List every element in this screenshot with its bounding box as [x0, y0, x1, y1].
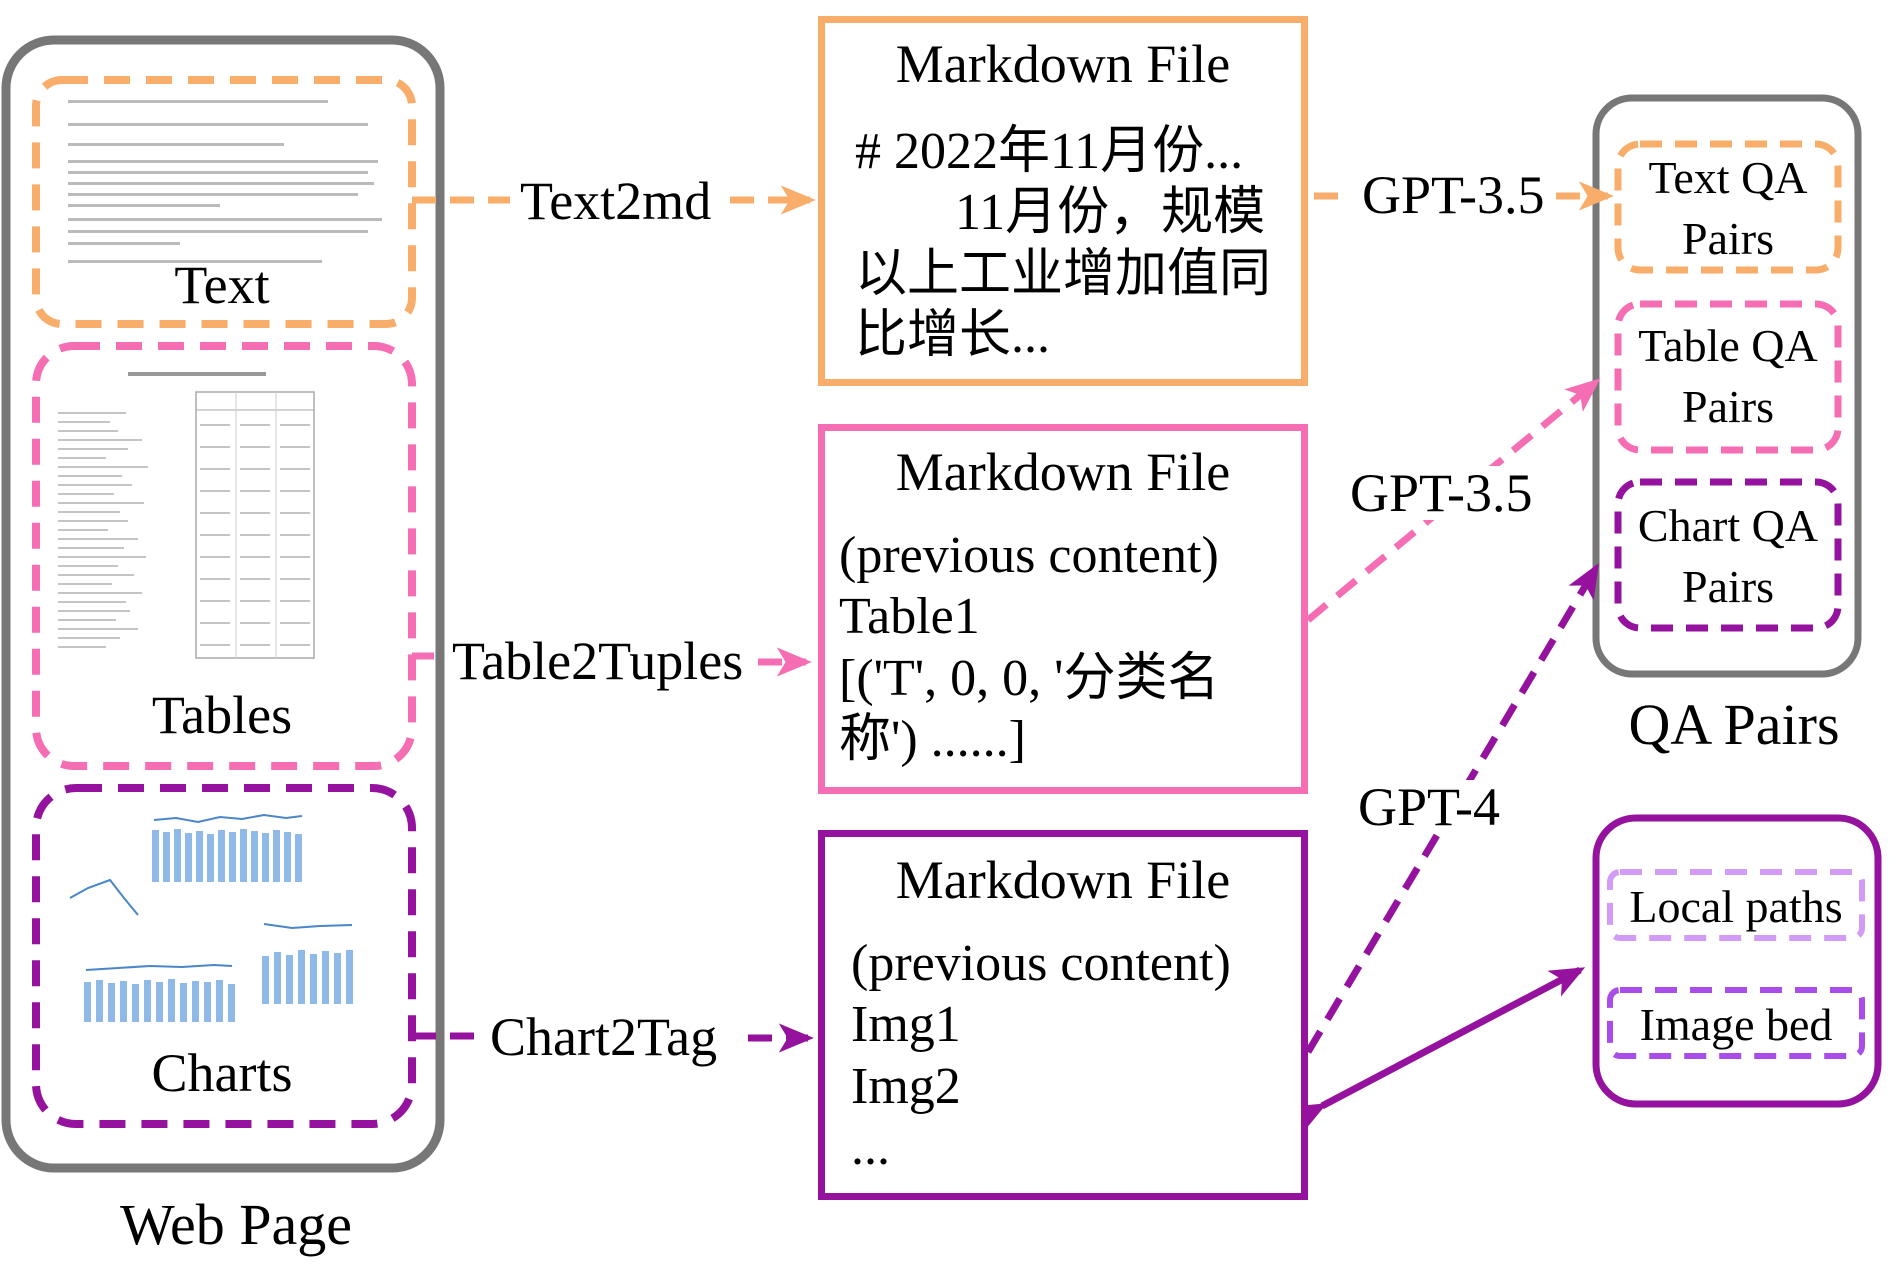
markdown-file-chart: Markdown File (previous content) Img1 Im…	[818, 830, 1308, 1200]
charts-section-label: Charts	[151, 1043, 293, 1103]
local-paths-box	[1607, 869, 1865, 941]
table-qa-box	[1614, 300, 1842, 454]
table-qa-label: Table QA Pairs	[1638, 320, 1818, 432]
md-line: 比增长...	[855, 307, 1051, 365]
markdown-file-title: Markdown File	[895, 850, 1231, 910]
text2md-label: Text2md	[520, 171, 712, 231]
chart2tag-label: Chart2Tag	[490, 1007, 718, 1067]
md-line: Img1	[851, 996, 961, 1054]
markdown-file-table: Markdown File (previous content) Table1 …	[818, 424, 1308, 794]
markdown-file-title: Markdown File	[895, 442, 1231, 502]
gpt35-text-label: GPT-3.5	[1362, 165, 1545, 225]
md-line: (previous content)	[839, 527, 1219, 584]
web-page-outline	[1, 35, 445, 1173]
charts-to-markdown-arrow	[412, 1036, 808, 1038]
tables-section-label: Tables	[151, 685, 293, 745]
charts-section-box	[32, 784, 416, 1128]
gpt35-table-label: GPT-3.5	[1350, 463, 1533, 523]
md3-image-storage-link	[1289, 966, 1586, 1133]
web-page-label: Web Page	[119, 1192, 353, 1257]
qa-pairs-label: QA Pairs	[1628, 692, 1840, 757]
md-line: Img2	[851, 1057, 961, 1115]
charts-thumbnail	[69, 813, 353, 1022]
md-line: [('T', 0, 0, '分类名	[839, 649, 1220, 707]
local-paths-label: Local paths	[1629, 881, 1843, 932]
md-line: # 2022年11月份...	[855, 123, 1244, 180]
text-section-label: Text	[174, 255, 270, 315]
table2tuples-label: Table2Tuples	[452, 631, 744, 691]
chart-qa-label: Chart QA Pairs	[1637, 500, 1819, 612]
chart-qa-box	[1614, 478, 1842, 632]
md2-to-table-qa-arrow	[1305, 378, 1601, 623]
table-thumbnail	[58, 372, 315, 659]
tables-section-box	[32, 342, 416, 770]
markdown-file-title: Markdown File	[895, 34, 1231, 94]
md-line: 称') ......]	[839, 711, 1027, 769]
md-line: (previous content)	[851, 935, 1231, 992]
markdown-file-text: Markdown File # 2022年11月份... 11月份，规模 以上工…	[818, 16, 1308, 386]
text-qa-label: Text QA Pairs	[1648, 152, 1808, 264]
md-line: Table1	[839, 588, 980, 646]
md-line: ...	[851, 1119, 890, 1177]
md-line: 以上工业增加值同	[855, 245, 1272, 303]
tables-to-markdown-arrow	[412, 656, 806, 662]
text-section-box	[32, 76, 416, 328]
text-thumbnail	[68, 100, 382, 263]
image-storage-outline	[1592, 814, 1882, 1108]
md-line: 11月份，规模	[955, 184, 1266, 242]
image-bed-box	[1607, 987, 1865, 1059]
image-bed-label: Image bed	[1639, 999, 1833, 1050]
gpt4-chart-label: GPT-4	[1358, 777, 1501, 837]
